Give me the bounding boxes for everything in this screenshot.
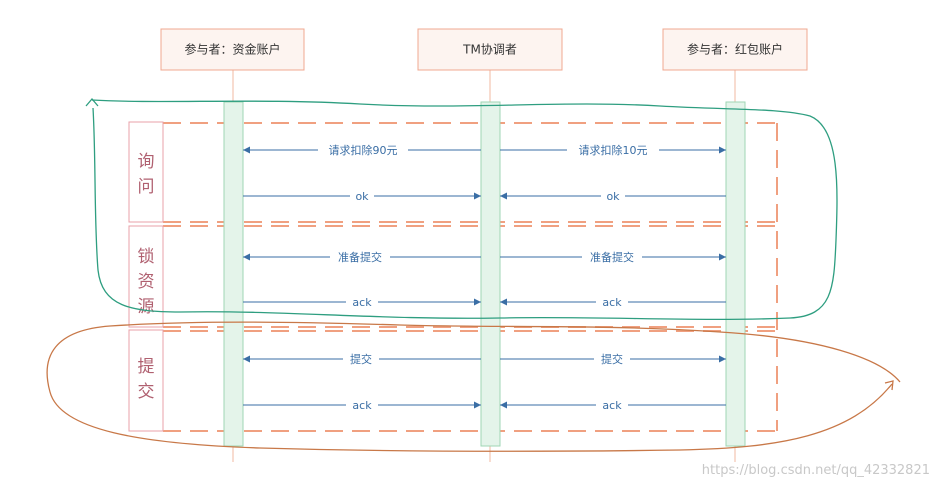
message-m9: 提交 — [243, 351, 481, 367]
message-m6: 准备提交 — [500, 249, 726, 265]
activation-account — [223, 101, 244, 447]
activation-tm — [480, 101, 501, 447]
message-m8: ack — [500, 295, 726, 310]
message-m2: 请求扣除10元 — [500, 142, 726, 158]
participant-redpacket-label: 参与者：红包账户 — [687, 42, 783, 57]
message-m12: ack — [500, 398, 726, 413]
green-loop-arrowhead — [85, 98, 99, 107]
message-label: 提交 — [350, 352, 372, 366]
participant-tm-label: TM协调者 — [462, 42, 517, 57]
message-label: 准备提交 — [338, 250, 382, 264]
message-label: 请求扣除90元 — [329, 143, 398, 157]
hand-drawn-loop-green — [91, 99, 838, 321]
watermark-text: https://blog.csdn.net/qq_42332821 — [702, 463, 930, 478]
message-label: ack — [602, 296, 622, 309]
participant-tm: TM协调者 — [417, 28, 563, 71]
message-label: 提交 — [601, 352, 623, 366]
message-label: 准备提交 — [590, 250, 634, 264]
phase-lock-char-2: 资 — [138, 272, 155, 292]
message-label: ack — [352, 399, 372, 412]
message-label: ok — [606, 190, 620, 203]
message-label: ok — [355, 190, 369, 203]
phase-inquiry: 询 问 — [128, 121, 164, 223]
phase-inquiry-char-2: 问 — [138, 177, 155, 197]
brown-loop-arrowhead — [884, 380, 894, 391]
message-m3: ok — [243, 189, 481, 204]
message-m4: ok — [500, 189, 726, 204]
message-label: ack — [602, 399, 622, 412]
phase-commit: 提 交 — [128, 329, 164, 432]
message-m7: ack — [243, 295, 481, 310]
hand-drawn-loop-brown — [46, 321, 901, 452]
participant-account-label: 参与者：资金账户 — [184, 42, 280, 57]
message-m10: 提交 — [500, 351, 726, 367]
phase-commit-char-2: 交 — [138, 382, 155, 402]
phase-lock-char-3: 源 — [138, 297, 155, 317]
phase-inquiry-char-1: 询 — [138, 152, 155, 172]
phase-lock-char-1: 锁 — [138, 247, 155, 267]
message-label: 请求扣除10元 — [579, 143, 648, 157]
message-m5: 准备提交 — [243, 249, 481, 265]
activation-redpacket — [725, 101, 746, 447]
message-m1: 请求扣除90元 — [243, 142, 481, 158]
participant-account: 参与者：资金账户 — [160, 28, 305, 71]
message-label: ack — [352, 296, 372, 309]
phase-frames — [163, 122, 778, 432]
participant-redpacket: 参与者：红包账户 — [662, 28, 808, 71]
message-m11: ack — [243, 398, 481, 413]
phase-commit-char-1: 提 — [138, 357, 155, 377]
